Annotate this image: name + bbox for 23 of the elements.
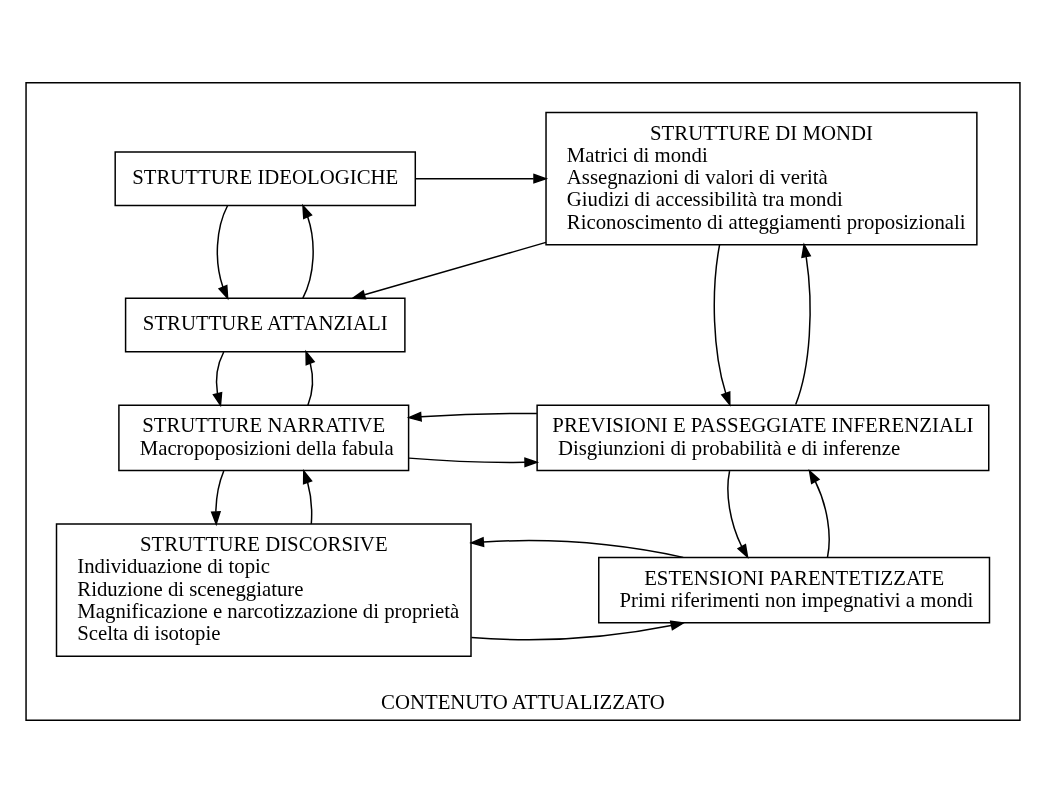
arrow [210,469,225,526]
arrow [302,203,314,299]
arrow [808,468,830,558]
arrow [406,411,538,422]
arrow [302,468,313,525]
arrow [414,172,549,184]
arrow [470,619,686,640]
node-box: STRUTTURE IDEOLOGICHE [114,150,417,206]
node-box: STRUTTURE NARRATIVE Macropoposizioni della fabula [118,403,410,471]
arrow [794,242,812,405]
arrow [216,204,229,300]
node-box: ESTENSIONI PARENTETIZZATE Primi riferimenti non impegnativi a mondi [598,556,991,624]
arrow [727,469,749,559]
node-box: STRUTTURE DISCORSIVE Individuazione di topic Riduzione di sceneggiature Magnificazione e narcotizzazione di proprietà Scelta di isotopie [55,522,472,657]
arrow [408,456,540,468]
arrow [212,350,225,407]
arrow [469,536,684,558]
arrow [350,241,547,300]
node-box: STRUTTURE DI MONDI Matrici di mondi Assegnazioni di valori di verità Giudizi di accessibilità tra mondi Riconoscimento di atteggiamenti proposizionali [545,111,978,245]
node-box: PREVISIONI E PASSEGGIATE INFERENZIALI Disgiunzioni di probabilità e di inferenze [536,403,990,471]
arrow [713,243,731,407]
arrow [305,349,316,406]
node-box: STRUTTURE ATTANZIALI [124,297,406,352]
